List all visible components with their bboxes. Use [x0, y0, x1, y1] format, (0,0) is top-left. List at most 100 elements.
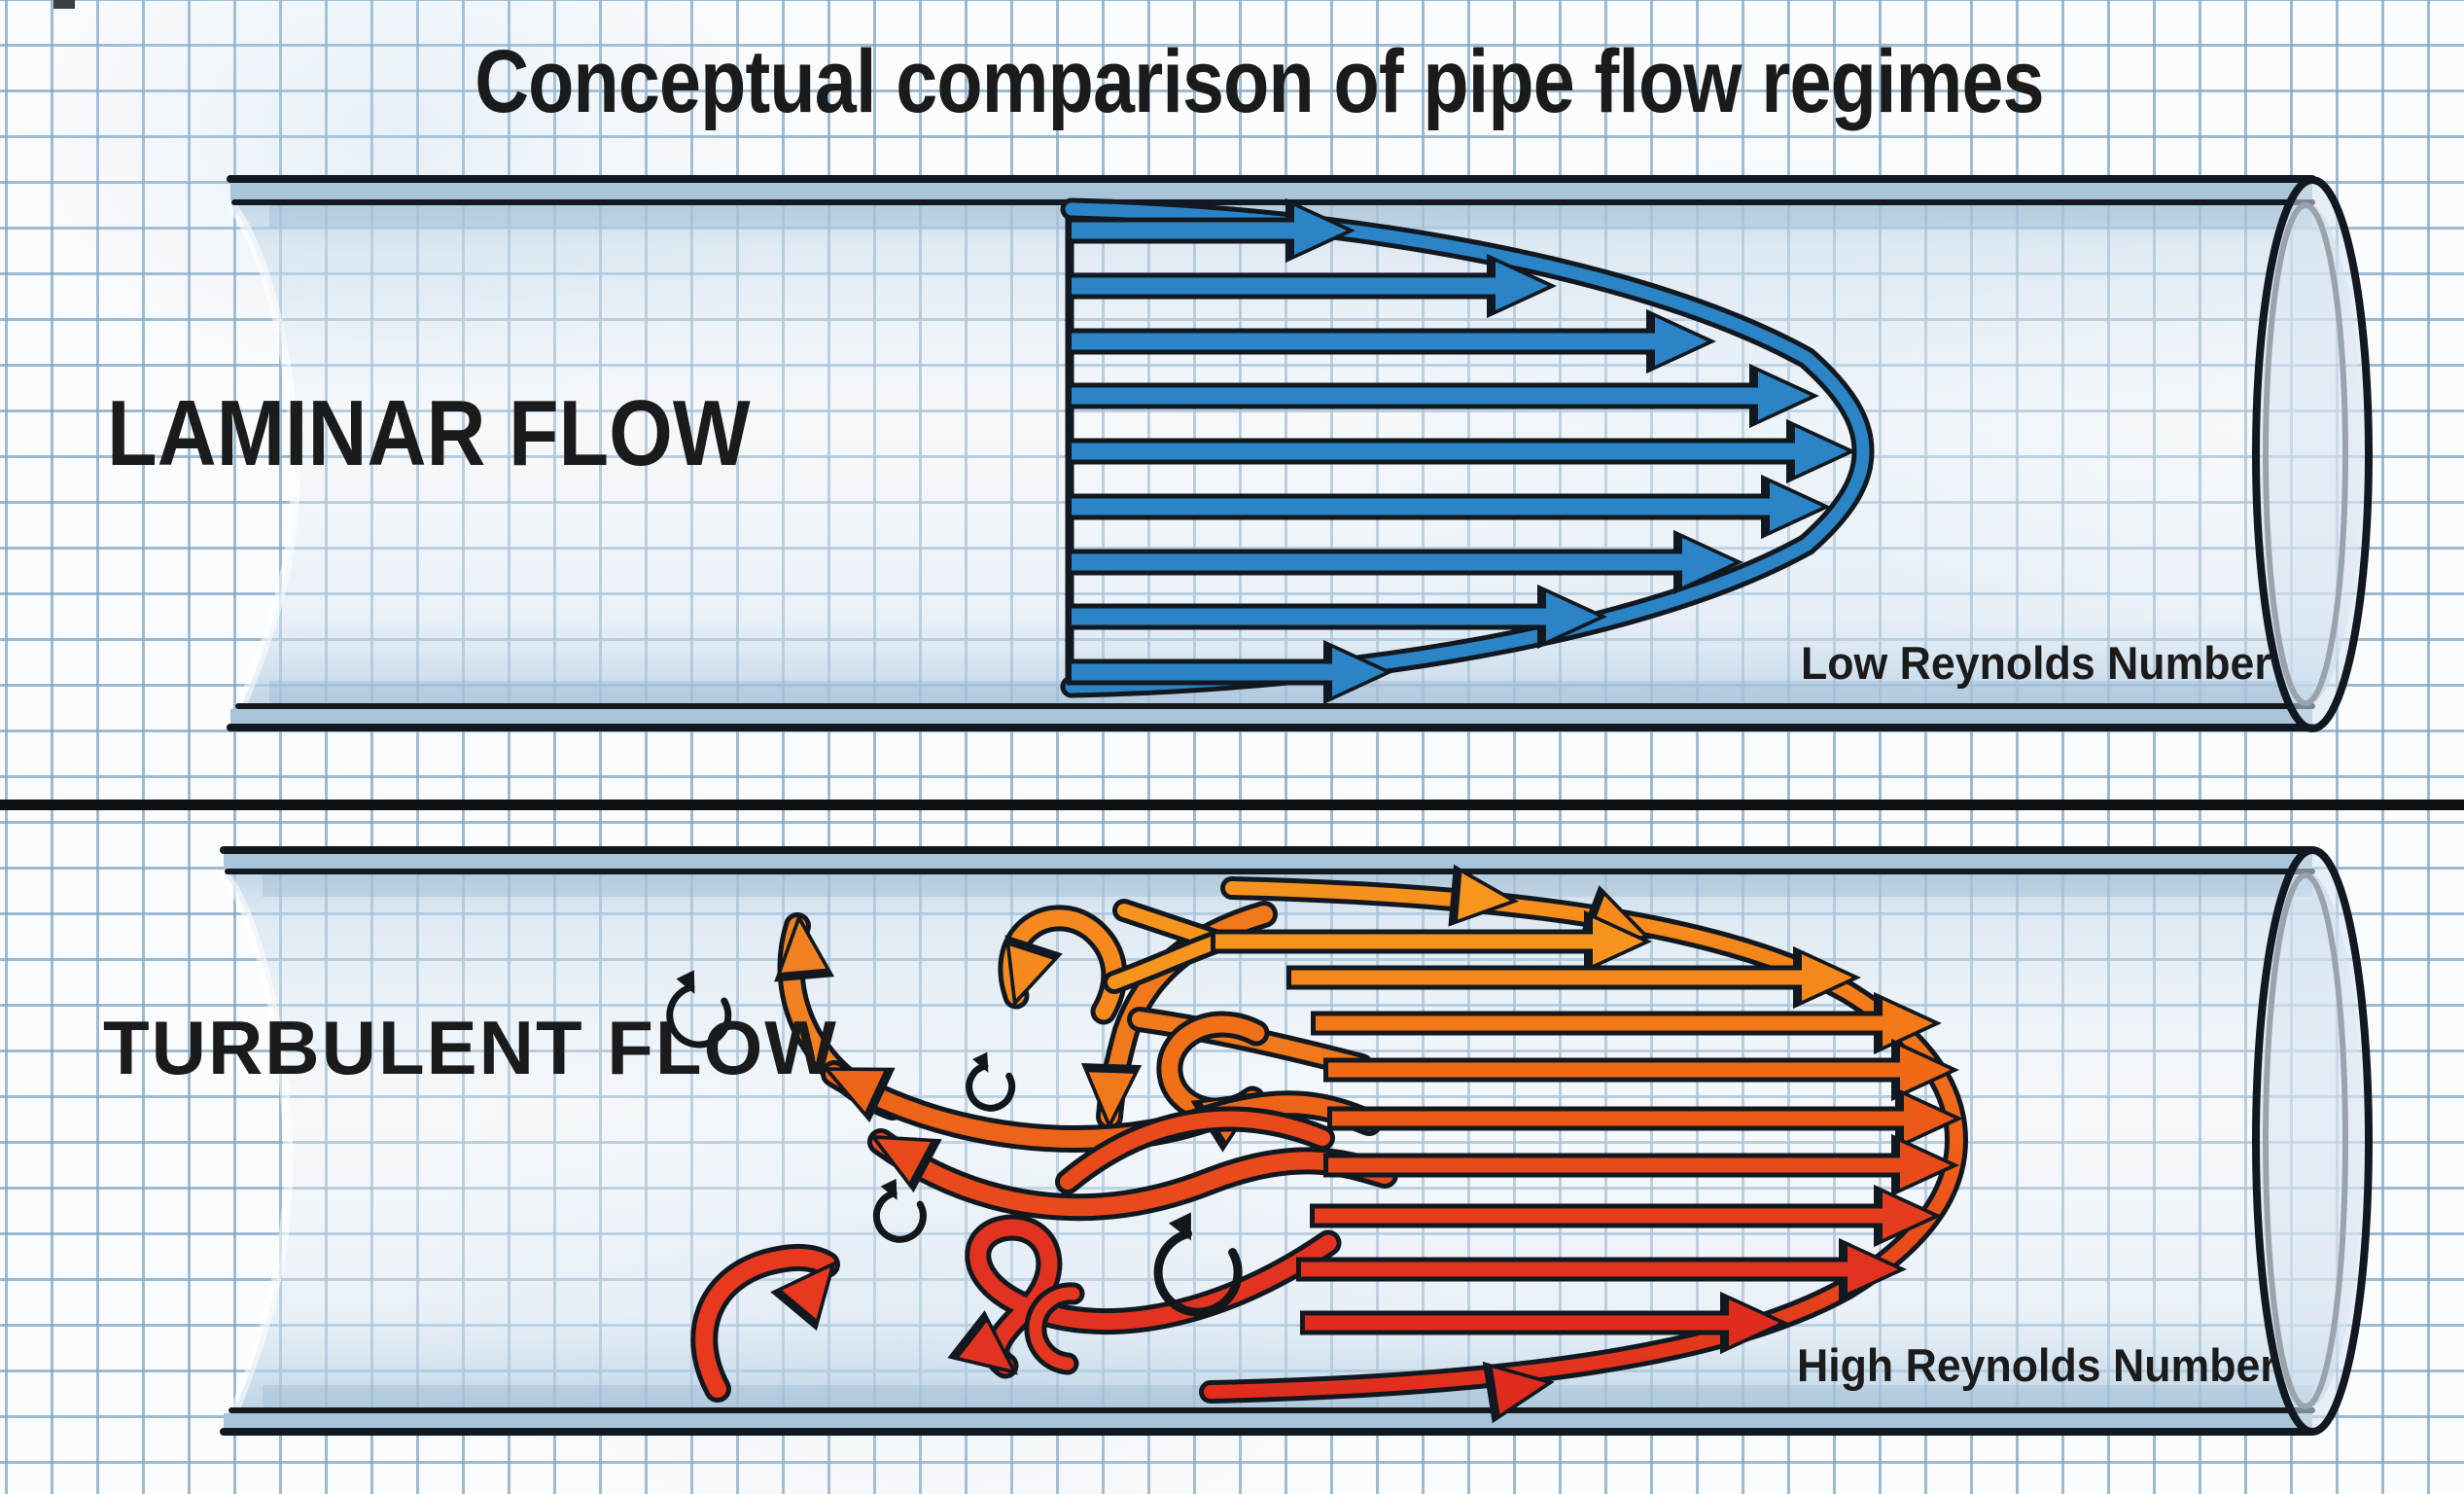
arrowhead-fill — [1593, 918, 1643, 965]
pipe-wall-band-top — [224, 853, 2312, 870]
eddy-head-fill — [676, 970, 695, 994]
arrowhead-fill — [781, 922, 827, 973]
pipe-wall-band-bottom — [230, 709, 2312, 726]
arrowhead-fill — [1883, 1192, 1933, 1239]
turbulent-velocity-arrow — [1300, 1291, 1788, 1355]
swirl-core — [695, 1248, 835, 1398]
arrowhead-fill — [1848, 1246, 1898, 1293]
turbulent-velocity-arrow — [1323, 1038, 1959, 1102]
arrowhead-fill — [1492, 1368, 1546, 1414]
eddy-head — [1168, 1212, 1191, 1241]
turbulent-velocity-profile — [1199, 864, 1969, 1424]
arrowhead-fill — [1682, 538, 1735, 587]
background-layer — [0, 0, 2464, 810]
laminar-pipe — [227, 175, 2373, 732]
arrowhead-fill — [1795, 427, 1848, 476]
arrowhead — [869, 1134, 942, 1193]
turbulent-velocity-arrow — [1327, 1086, 1963, 1151]
arrowhead-fill — [1770, 482, 1822, 531]
eddy-curl-icon — [872, 1178, 927, 1243]
arrowhead — [774, 913, 835, 982]
arrowhead — [1004, 935, 1063, 1008]
eddy-arc — [872, 1190, 927, 1243]
section-divider — [0, 800, 2464, 810]
eddy-arc — [1153, 1229, 1243, 1317]
laminar-velocity-profile — [1060, 197, 1875, 705]
corner-mark — [53, 0, 75, 9]
pipe-wall-band-bottom — [224, 1413, 2312, 1430]
eddy-head-fill — [880, 1178, 898, 1200]
arrowhead-fill — [1458, 872, 1510, 920]
arrowhead — [947, 1310, 1019, 1375]
arrowhead-fill — [1655, 317, 1707, 366]
eddy-arc — [666, 983, 732, 1049]
swirl-core — [1060, 1111, 1330, 1190]
laminar-velocity-arrow — [1067, 639, 1393, 705]
eddy-head-fill — [972, 1051, 989, 1073]
arrowhead-fill — [782, 1267, 830, 1320]
profile-envelope — [1065, 202, 1870, 694]
high-reynolds-annotation: High Reynolds Number — [1797, 1339, 2277, 1391]
turbulent-flow-label: TURBULENT FLOW — [103, 1005, 838, 1090]
laminar-velocity-arrow — [1067, 529, 1743, 595]
pipe-wall-band-top — [230, 182, 2312, 200]
turbulent-velocity-arrow — [1286, 945, 1861, 1010]
pipe-interior-fade-edge — [227, 200, 300, 706]
arrowhead-fill — [1294, 206, 1347, 255]
laminar-flow-label: LAMINAR FLOW — [107, 381, 751, 485]
eddy-arc — [966, 1062, 1016, 1112]
low-reynolds-annotation: Low Reynolds Number — [1801, 637, 2271, 689]
arrowhead-fill — [1729, 1299, 1779, 1346]
laminar-velocity-arrow — [1067, 584, 1607, 650]
eddy-head — [972, 1051, 989, 1073]
laminar-velocity-arrow — [1067, 197, 1355, 264]
turbulent-velocity-arrow — [1311, 991, 1942, 1055]
arrowhead — [1080, 1062, 1143, 1130]
arrowhead — [822, 1067, 896, 1123]
hook-arrow — [690, 1243, 840, 1403]
arrowhead-fill — [1332, 648, 1385, 696]
swirl-core — [1029, 1287, 1080, 1370]
fork-tail-lower — [1103, 930, 1229, 994]
laminar-velocity-arrow — [1067, 253, 1557, 319]
laminar-velocity-arrow — [1067, 418, 1856, 484]
arrowhead-fill — [1802, 954, 1852, 1001]
pipe-end-inner-ring — [2263, 872, 2348, 1409]
arrowhead — [1448, 864, 1519, 927]
arrowhead-fill — [1009, 945, 1053, 999]
arrowhead-fill — [1088, 1072, 1134, 1121]
swirl-core — [969, 1219, 1337, 1374]
loop-arrow — [947, 1214, 1342, 1379]
eddy-curl-icon — [666, 970, 732, 1049]
arrowhead — [770, 1261, 836, 1332]
arrowhead-fill — [877, 1139, 931, 1182]
arrowhead-fill — [1496, 262, 1548, 310]
page-title: Conceptual comparison of pipe flow regim… — [475, 32, 2044, 131]
laminar-velocity-arrow — [1067, 363, 1819, 429]
turbulent-velocity-arrow — [1323, 1133, 1959, 1197]
arrowhead-fill — [1546, 592, 1599, 641]
laminar-velocity-arrow — [1067, 474, 1831, 540]
turbulent-velocity-arrow — [1296, 1237, 1907, 1301]
crescent — [1024, 1282, 1085, 1375]
turbulent-velocity-arrow — [1211, 909, 1652, 974]
eddy-head — [880, 1178, 898, 1200]
arrowhead-fill — [1900, 1047, 1951, 1093]
arrowhead — [1482, 1361, 1555, 1424]
arrowhead-fill — [830, 1071, 885, 1112]
pipe-end-inner-ring — [2263, 202, 2348, 706]
eddy-curl-icon — [966, 1051, 1016, 1112]
arrowhead-fill — [1904, 1095, 1954, 1142]
swirl-core — [1108, 935, 1224, 989]
laminar-velocity-arrow — [1067, 308, 1716, 374]
eddy-head-fill — [1168, 1212, 1191, 1241]
eddy-head — [676, 970, 695, 994]
arrowhead-fill — [1883, 1000, 1933, 1047]
eddy-curl-icon — [1153, 1212, 1243, 1317]
turbulent-velocity-arrow — [1310, 1184, 1942, 1248]
pipe-interior-fade-edge — [220, 870, 294, 1410]
arrowhead-fill — [1900, 1142, 1951, 1189]
braid-cross — [1055, 1106, 1335, 1194]
